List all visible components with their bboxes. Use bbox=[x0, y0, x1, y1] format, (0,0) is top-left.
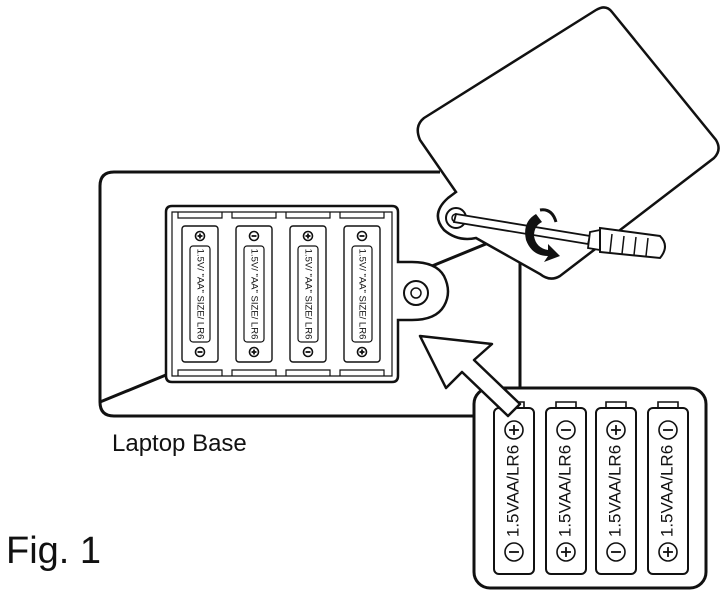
minus-terminal-icon bbox=[504, 542, 524, 562]
compartment-battery: 1.5V/ "AA" SIZE/ LR6 bbox=[181, 225, 219, 363]
detail-battery: 1.5VAA/LR6 bbox=[647, 401, 689, 575]
compartment-battery: 1.5V/ "AA" SIZE/ LR6 bbox=[235, 225, 273, 363]
compartment-battery: 1.5V/ "AA" SIZE/ LR6 bbox=[343, 225, 381, 363]
detail-battery: 1.5VAA/LR6 bbox=[493, 401, 535, 575]
rotation-arrow-icon bbox=[525, 208, 560, 262]
detail-battery: 1.5VAA/LR6 bbox=[595, 401, 637, 575]
battery-cover-removed bbox=[416, 6, 720, 280]
minus-terminal-icon bbox=[302, 346, 314, 358]
compartment-battery: 1.5V/ "AA" SIZE/ LR6 bbox=[289, 225, 327, 363]
compartment-battery-label: 1.5V/ "AA" SIZE/ LR6 bbox=[356, 249, 367, 340]
compartment-battery-label: 1.5V/ "AA" SIZE/ LR6 bbox=[194, 249, 205, 340]
figure-label: Fig. 1 bbox=[6, 530, 102, 572]
minus-terminal-icon bbox=[248, 230, 260, 242]
plus-terminal-icon bbox=[248, 346, 260, 358]
minus-terminal-icon bbox=[356, 230, 368, 242]
minus-terminal-icon bbox=[556, 420, 576, 440]
compartment-battery-label: 1.5V/ "AA" SIZE/ LR6 bbox=[248, 249, 259, 340]
pointer-arrow-icon bbox=[418, 334, 522, 418]
minus-terminal-icon bbox=[606, 542, 626, 562]
laptop-base-label: Laptop Base bbox=[112, 430, 247, 457]
compartment-battery-label: 1.5V/ "AA" SIZE/ LR6 bbox=[302, 249, 313, 340]
screwdriver-icon bbox=[452, 212, 666, 260]
battery-orientation-detail: 1.5VAA/LR6 1.5VAA/LR6 1.5VAA/LR6 1.5VAA/LR6 bbox=[472, 386, 708, 590]
plus-terminal-icon bbox=[658, 542, 678, 562]
detail-battery: 1.5VAA/LR6 bbox=[545, 401, 587, 575]
plus-terminal-icon bbox=[606, 420, 626, 440]
minus-terminal-icon bbox=[658, 420, 678, 440]
battery-compartment: 1.5V/ "AA" SIZE/ LR6 1.5V/ "AA" SIZE/ LR6… bbox=[164, 204, 450, 384]
plus-terminal-icon bbox=[356, 346, 368, 358]
detail-battery-label: 1.5VAA/LR6 bbox=[605, 445, 624, 537]
plus-terminal-icon bbox=[504, 420, 524, 440]
detail-battery-label: 1.5VAA/LR6 bbox=[555, 445, 574, 537]
detail-battery-label: 1.5VAA/LR6 bbox=[657, 445, 676, 537]
plus-terminal-icon bbox=[194, 230, 206, 242]
detail-battery-label: 1.5VAA/LR6 bbox=[503, 445, 522, 537]
plus-terminal-icon bbox=[302, 230, 314, 242]
plus-terminal-icon bbox=[556, 542, 576, 562]
minus-terminal-icon bbox=[194, 346, 206, 358]
